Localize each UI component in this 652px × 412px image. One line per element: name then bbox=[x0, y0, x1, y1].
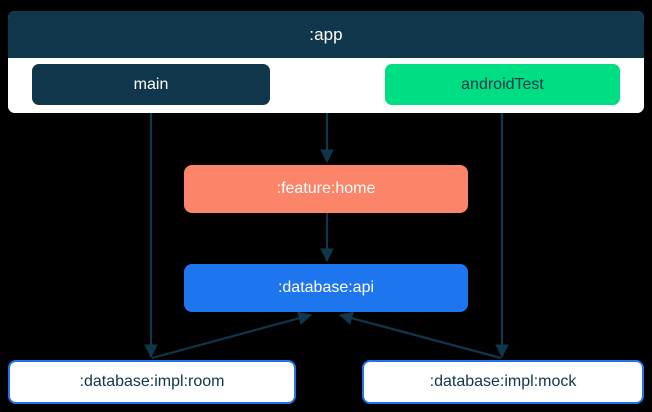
node-feature-home-label: :feature:home bbox=[276, 180, 376, 197]
node-database-api-label: :database:api bbox=[277, 279, 375, 296]
node-source-set-main[interactable]: main bbox=[32, 64, 270, 105]
edge-database-impl-room-to-database-api bbox=[151, 311, 313, 360]
edge-database-impl-mock-to-database-api bbox=[338, 311, 502, 360]
node-database-api[interactable]: :database:api bbox=[184, 264, 468, 312]
node-database-impl-room[interactable]: :database:impl:room bbox=[8, 360, 296, 404]
node-source-set-androidtest-label: androidTest bbox=[461, 75, 544, 93]
node-database-impl-room-label: :database:impl:room bbox=[79, 373, 225, 390]
node-database-impl-mock[interactable]: :database:impl:mock bbox=[362, 360, 644, 404]
node-app-container[interactable]: :app main androidTest bbox=[8, 11, 644, 113]
node-source-set-main-label: main bbox=[133, 75, 169, 93]
node-source-set-androidtest[interactable]: androidTest bbox=[385, 64, 620, 105]
app-container-title: :app bbox=[8, 11, 644, 58]
app-container-body: main androidTest bbox=[8, 58, 644, 113]
node-feature-home[interactable]: :feature:home bbox=[184, 165, 468, 213]
app-container-title-label: :app bbox=[309, 24, 343, 44]
node-database-impl-mock-label: :database:impl:mock bbox=[429, 373, 577, 390]
